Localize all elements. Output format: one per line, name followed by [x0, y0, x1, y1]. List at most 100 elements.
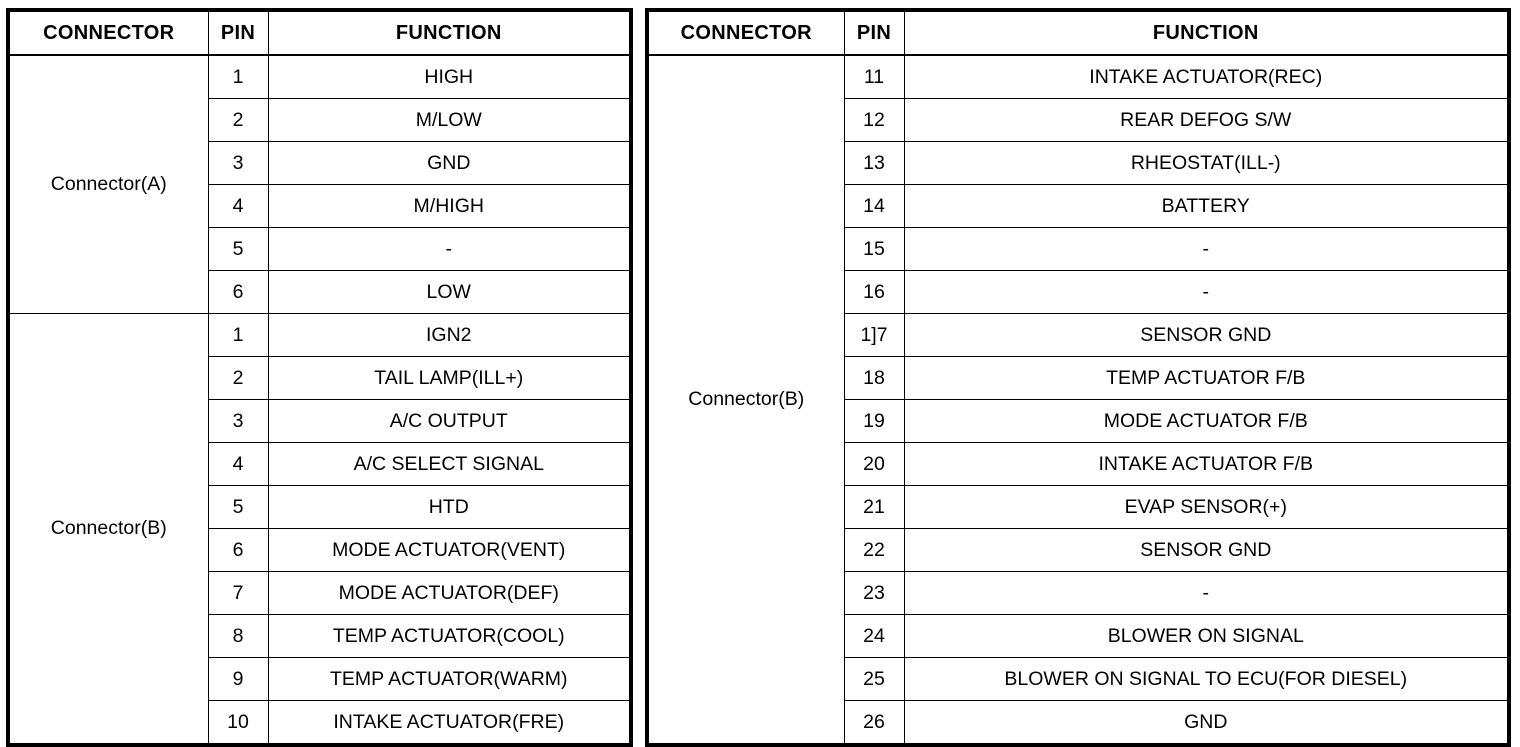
pin-function: HTD — [267, 485, 632, 529]
right-header-function: FUNCTION — [903, 9, 1510, 56]
pin-function: - — [903, 270, 1510, 314]
pin-number: 1]7 — [843, 313, 905, 357]
pin-number: 6 — [207, 270, 269, 314]
pin-function: - — [903, 227, 1510, 271]
pin-number: 2 — [207, 356, 269, 400]
left-header-pin: PIN — [207, 9, 269, 56]
pin-number: 12 — [843, 98, 905, 142]
pin-number: 6 — [207, 528, 269, 572]
left-header-function: FUNCTION — [267, 9, 632, 56]
left-table-head: CONNECTOR PIN FUNCTION — [7, 9, 632, 56]
pin-function: REAR DEFOG S/W — [903, 98, 1510, 142]
pin-function: TEMP ACTUATOR(COOL) — [267, 614, 632, 658]
pin-number: 9 — [207, 657, 269, 701]
pin-function: TEMP ACTUATOR(WARM) — [267, 657, 632, 701]
pin-function: EVAP SENSOR(+) — [903, 485, 1510, 529]
table-row: 5- — [8, 227, 632, 271]
pin-number: 8 — [207, 614, 269, 658]
right-header-connector: CONNECTOR — [646, 9, 845, 56]
pin-number: 10 — [207, 700, 269, 746]
right-header-pin: PIN — [843, 9, 905, 56]
pin-number: 15 — [843, 227, 905, 271]
pin-number: 18 — [843, 356, 905, 400]
pin-number: 4 — [207, 184, 269, 228]
pin-function: - — [267, 227, 632, 271]
pin-number: 25 — [843, 657, 905, 701]
pin-function: BLOWER ON SIGNAL TO ECU(FOR DIESEL) — [903, 657, 1510, 701]
pin-number: 3 — [207, 399, 269, 443]
pin-function: TAIL LAMP(ILL+) — [267, 356, 632, 400]
pin-number: 22 — [843, 528, 905, 572]
table-row: 16- — [647, 270, 1510, 314]
pin-number: 14 — [843, 184, 905, 228]
left-connector-group-2: Connector(B) — [7, 313, 209, 746]
pin-number: 26 — [843, 700, 905, 746]
pin-function: A/C SELECT SIGNAL — [267, 442, 632, 486]
pin-number: 20 — [843, 442, 905, 486]
left-connector-group-1: Connector(A) — [7, 54, 209, 314]
pin-function: INTAKE ACTUATOR(REC) — [903, 54, 1510, 99]
pin-function: MODE ACTUATOR F/B — [903, 399, 1510, 443]
pin-function: SENSOR GND — [903, 313, 1510, 357]
pin-number: 7 — [207, 571, 269, 615]
pin-function: MODE ACTUATOR(DEF) — [267, 571, 632, 615]
pin-number: 5 — [207, 485, 269, 529]
pin-function: MODE ACTUATOR(VENT) — [267, 528, 632, 572]
left-header-row: CONNECTOR PIN FUNCTION — [7, 9, 632, 56]
pin-number: 2 — [207, 98, 269, 142]
pin-function: GND — [903, 700, 1510, 746]
pin-function: TEMP ACTUATOR F/B — [903, 356, 1510, 400]
pin-number: 13 — [843, 141, 905, 185]
pin-function: A/C OUTPUT — [267, 399, 632, 443]
pin-number: 24 — [843, 614, 905, 658]
pin-number: 16 — [843, 270, 905, 314]
pin-function: M/HIGH — [267, 184, 632, 228]
pin-function: GND — [267, 141, 632, 185]
right-header-row: CONNECTOR PIN FUNCTION — [646, 9, 1510, 56]
pin-function: RHEOSTAT(ILL-) — [903, 141, 1510, 185]
pin-number: 11 — [843, 54, 905, 99]
right-table-head: CONNECTOR PIN FUNCTION — [646, 9, 1510, 56]
pin-number: 19 — [843, 399, 905, 443]
pin-function: - — [903, 571, 1510, 615]
pin-function: M/LOW — [267, 98, 632, 142]
pin-number: 1 — [207, 54, 269, 99]
pin-function: SENSOR GND — [903, 528, 1510, 572]
pin-function: IGN2 — [267, 313, 632, 357]
pin-number: 1 — [207, 313, 269, 357]
pin-number: 5 — [207, 227, 269, 271]
pin-number: 21 — [843, 485, 905, 529]
table-row: 23- — [647, 571, 1510, 615]
left-header-connector: CONNECTOR — [7, 9, 209, 56]
pin-function: LOW — [267, 270, 632, 314]
pin-function: BLOWER ON SIGNAL — [903, 614, 1510, 658]
pin-number: 3 — [207, 141, 269, 185]
pin-function: BATTERY — [903, 184, 1510, 228]
pin-function: INTAKE ACTUATOR(FRE) — [267, 700, 632, 746]
pin-number: 23 — [843, 571, 905, 615]
